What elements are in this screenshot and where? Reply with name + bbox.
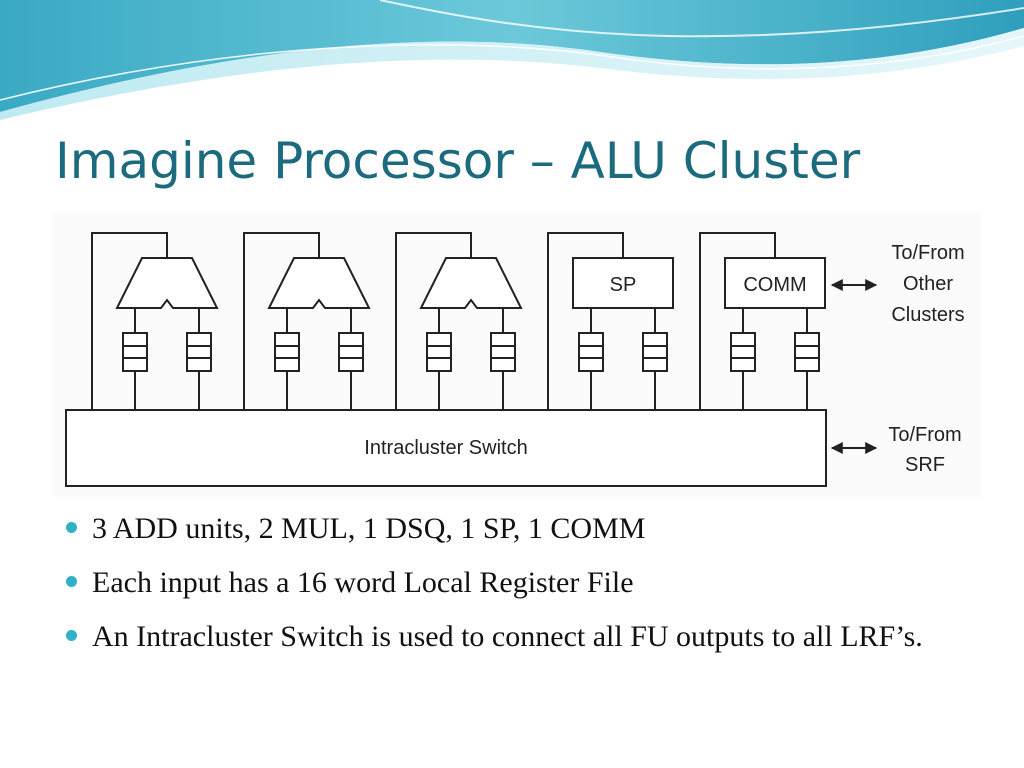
- fu-output-wire: [395, 232, 472, 410]
- bullet-item: An Intracluster Switch is used to connec…: [62, 616, 962, 658]
- srf-label-line-1: To/From: [888, 424, 961, 446]
- bullet-item: Each input has a 16 word Local Register …: [62, 562, 962, 604]
- local-register-file: [490, 332, 516, 372]
- other-clusters-label-line-3: Clusters: [891, 304, 964, 326]
- bullet-list: 3 ADD units, 2 MUL, 1 DSQ, 1 SP, 1 COMM …: [62, 508, 962, 670]
- slide-title: Imagine Processor – ALU Cluster: [55, 132, 861, 190]
- bullet-text: 3 ADD units, 2 MUL, 1 DSQ, 1 SP, 1 COMM: [92, 512, 646, 545]
- local-register-file: [642, 332, 668, 372]
- comm-unit-label: COMM: [743, 274, 806, 296]
- fu-output-wire: [547, 232, 624, 410]
- other-clusters-label-line-1: To/From: [891, 242, 964, 264]
- comm-unit-box: [724, 257, 826, 309]
- local-register-file: [794, 332, 820, 372]
- local-register-file: [730, 332, 756, 372]
- bullet-item: 3 ADD units, 2 MUL, 1 DSQ, 1 SP, 1 COMM: [62, 508, 962, 550]
- alu-adder-shape: [267, 257, 371, 309]
- fu-output-wire: [699, 232, 776, 410]
- intracluster-switch-box: [65, 409, 827, 487]
- local-register-file: [338, 332, 364, 372]
- fu-output-wire: [243, 232, 320, 410]
- bullet-dot-icon: [66, 630, 77, 641]
- local-register-file: [578, 332, 604, 372]
- intracluster-switch-label: Intracluster Switch: [364, 437, 527, 459]
- sp-unit-box: [572, 257, 674, 309]
- alu-adder-shape: [115, 257, 219, 309]
- other-clusters-label-line-2: Other: [903, 273, 953, 295]
- bullet-text: An Intracluster Switch is used to connec…: [92, 620, 923, 653]
- local-register-file: [186, 332, 212, 372]
- srf-label-line-2: SRF: [905, 454, 945, 476]
- alu-adder-shape: [419, 257, 523, 309]
- local-register-file: [274, 332, 300, 372]
- local-register-file: [122, 332, 148, 372]
- local-register-file: [426, 332, 452, 372]
- bullet-dot-icon: [66, 576, 77, 587]
- fu-output-wire: [91, 232, 168, 410]
- sp-unit-label: SP: [610, 274, 637, 296]
- bullet-dot-icon: [66, 522, 77, 533]
- header-wave-decoration: [0, 0, 1024, 120]
- bullet-text: Each input has a 16 word Local Register …: [92, 566, 634, 599]
